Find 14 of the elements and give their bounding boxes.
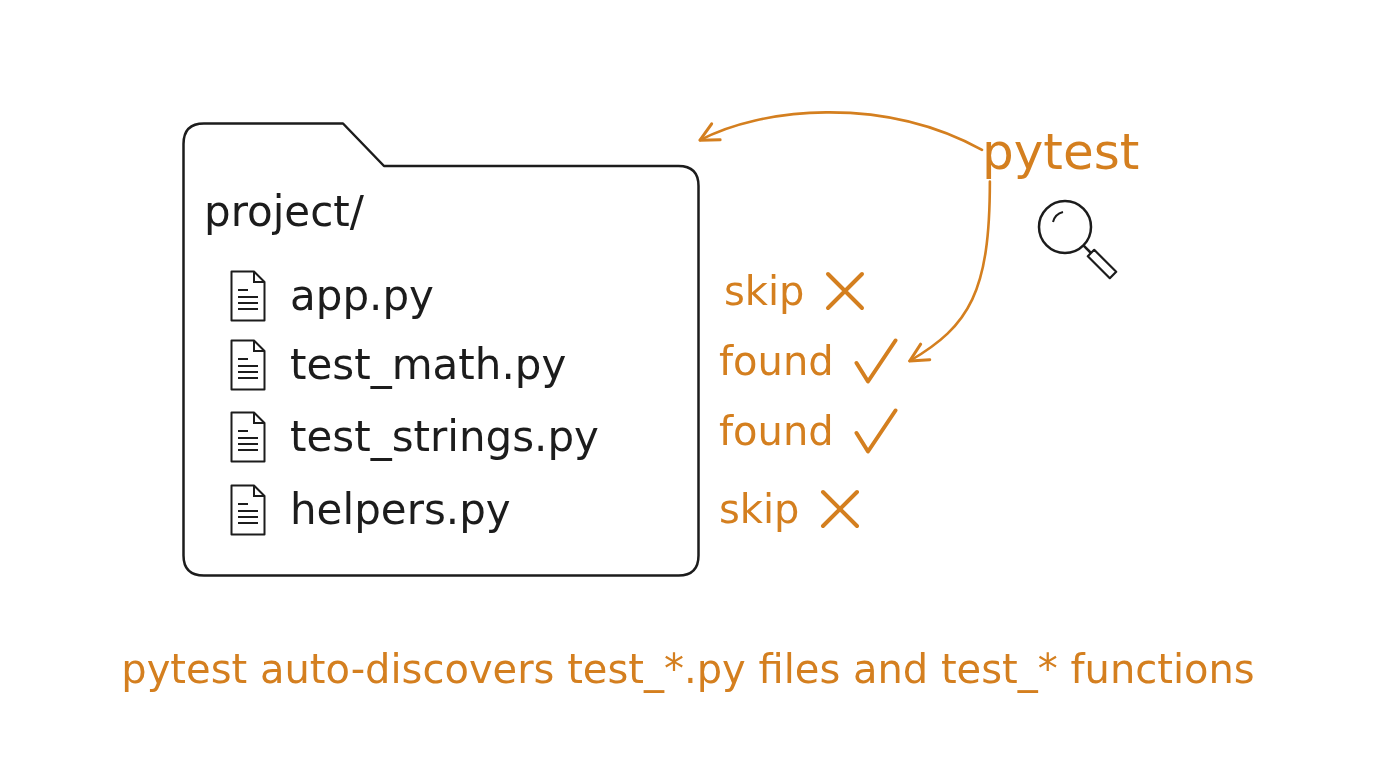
folder-name: project/ (204, 188, 364, 237)
arrow (908, 180, 992, 363)
file-name: app.py (290, 271, 434, 321)
tool-name: pytest (982, 124, 1140, 182)
status-label: found (719, 338, 834, 384)
file-name: test_math.py (290, 340, 567, 390)
folder (182, 122, 700, 577)
status-label: skip (719, 486, 800, 532)
status-label: found (719, 408, 834, 454)
caption: pytest auto-discovers test_*.py files and test_* functions (121, 646, 1255, 692)
file-name: helpers.py (290, 485, 511, 535)
status-label: skip (724, 268, 805, 314)
file-name: test_strings.py (290, 412, 599, 462)
arrow (698, 111, 984, 152)
